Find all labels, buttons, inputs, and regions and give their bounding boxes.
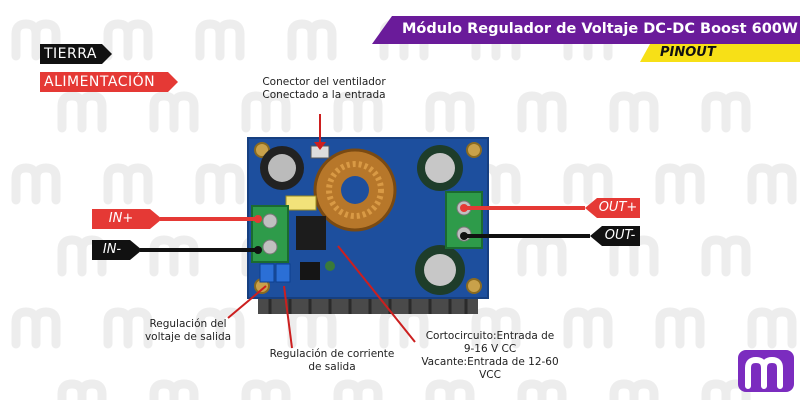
watermark-glyph — [195, 19, 245, 61]
watermark-glyph — [747, 307, 797, 349]
watermark-glyph — [471, 307, 521, 349]
pin-out-minus-label: OUT- — [604, 228, 636, 243]
out-plus-tag — [585, 198, 640, 218]
pinout-subtitle: PINOUT — [660, 45, 716, 60]
pinout-banner — [640, 44, 800, 62]
watermark-glyph — [701, 91, 751, 133]
out-plus-dot — [460, 204, 468, 212]
input-capacitor — [260, 146, 304, 190]
current-potentiometer — [275, 263, 291, 283]
watermark-glyph — [195, 163, 245, 205]
output-capacitor-bottom — [415, 245, 465, 295]
out-minus-tag — [590, 226, 640, 246]
brand-logo — [738, 350, 794, 392]
watermark-glyph — [103, 163, 153, 205]
in-plus-tag — [92, 209, 162, 229]
watermark-glyph — [563, 307, 613, 349]
watermark-glyph — [57, 91, 107, 133]
fan-connector-label: Conector del ventilador Conectado a la e… — [262, 76, 386, 101]
pin-in-plus-label: IN+ — [108, 211, 134, 226]
legend-ground-tag — [40, 44, 112, 64]
pin-out-plus-label: OUT+ — [598, 200, 638, 215]
legend-power-tag — [40, 72, 178, 92]
watermark-glyph — [425, 91, 475, 133]
watermark-glyph — [517, 91, 567, 133]
in-minus-tag — [92, 240, 142, 260]
watermark-glyph — [609, 91, 659, 133]
watermark-glyph — [517, 379, 567, 400]
watermark-glyph — [149, 379, 199, 400]
watermark-glyph — [655, 307, 705, 349]
legend-power-label: ALIMENTACIÓN — [44, 74, 156, 90]
watermark-glyph — [149, 91, 199, 133]
out-minus-dot — [460, 232, 468, 240]
watermark-glyph — [57, 379, 107, 400]
page-title: Módulo Regulador de Voltaje DC-DC Boost … — [402, 21, 798, 37]
output-capacitor-top — [417, 145, 463, 191]
watermark-glyph — [655, 163, 705, 205]
current-reg-pointer — [283, 285, 293, 349]
watermark-glyph — [425, 379, 475, 400]
watermark-glyph — [747, 163, 797, 205]
pin-in-minus-label: IN- — [102, 242, 122, 257]
in-plus-dot — [254, 215, 262, 223]
controller-ic — [300, 262, 320, 280]
watermark-glyph — [333, 91, 383, 133]
watermark-glyph — [287, 307, 337, 349]
toroid-inductor — [313, 148, 397, 232]
watermark-glyph — [11, 307, 61, 349]
watermark-glyph — [103, 307, 153, 349]
short-circuit-label: Cortocircuito:Entrada de 9-16 V CC Vacan… — [421, 330, 559, 381]
watermark-glyph — [241, 379, 291, 400]
watermark-glyph — [149, 235, 199, 277]
voltage-potentiometer — [259, 263, 275, 283]
voltage-regulation-label: Regulación del voltaje de salida — [144, 318, 232, 343]
watermark-glyph — [563, 163, 613, 205]
fan-pointer-head — [314, 142, 326, 150]
watermark-glyph — [11, 19, 61, 61]
voltage-reg-pointer — [227, 285, 267, 319]
short-circuit-pointer — [337, 245, 416, 343]
watermark-glyph — [103, 19, 153, 61]
in-minus-dot — [254, 246, 262, 254]
status-led — [325, 261, 335, 271]
watermark-glyph — [609, 379, 659, 400]
title-banner — [372, 16, 800, 44]
mosfet — [296, 216, 326, 250]
watermark-glyph — [701, 235, 751, 277]
watermark-glyph — [287, 19, 337, 61]
input-fuse — [285, 195, 317, 211]
watermark-glyph — [11, 163, 61, 205]
watermark-glyph — [195, 307, 245, 349]
current-regulation-label: Regulación de corriente de salida — [269, 348, 395, 373]
legend-ground-label: TIERRA — [44, 46, 97, 62]
watermark-glyph — [517, 235, 567, 277]
watermark-glyph — [333, 379, 383, 400]
watermark-glyph — [241, 91, 291, 133]
